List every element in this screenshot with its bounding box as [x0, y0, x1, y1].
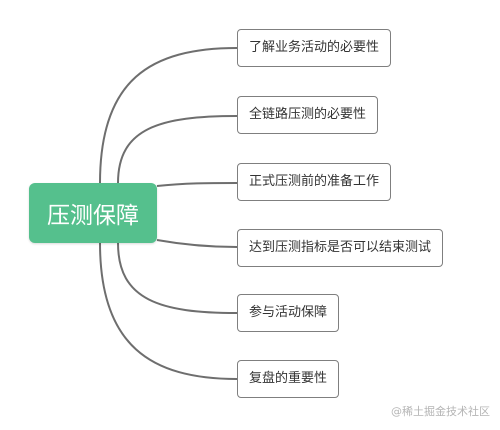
subtopic-label: 全链路压测的必要性 — [249, 107, 367, 122]
connector-line — [99, 242, 238, 380]
subtopic-node-4[interactable]: 达到压测指标是否可以结束测试 — [237, 229, 444, 267]
root-topic-label: 压测保障 — [47, 203, 139, 229]
root-topic-node[interactable]: 压测保障 — [29, 183, 157, 243]
connector-line — [117, 242, 238, 314]
subtopic-label: 了解业务活动的必要性 — [249, 40, 380, 55]
subtopic-node-5[interactable]: 参与活动保障 — [237, 294, 340, 332]
connector-line — [156, 182, 238, 187]
subtopic-label: 复盘的重要性 — [249, 371, 328, 386]
connector-line — [99, 47, 238, 184]
subtopic-node-6[interactable]: 复盘的重要性 — [237, 360, 340, 398]
connector-line — [117, 115, 238, 184]
subtopic-label: 参与活动保障 — [249, 305, 328, 320]
connector-line — [156, 239, 238, 248]
watermark-text: @稀土掘金技术社区 — [391, 405, 490, 418]
subtopic-node-3[interactable]: 正式压测前的准备工作 — [237, 163, 392, 201]
subtopic-label: 达到压测指标是否可以结束测试 — [249, 240, 432, 255]
subtopic-node-1[interactable]: 了解业务活动的必要性 — [237, 29, 392, 67]
subtopic-label: 正式压测前的准备工作 — [249, 174, 380, 189]
subtopic-node-2[interactable]: 全链路压测的必要性 — [237, 96, 379, 134]
